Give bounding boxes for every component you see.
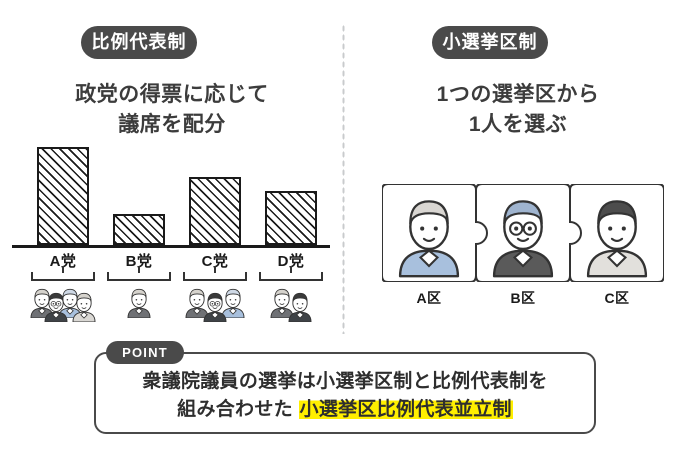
point-box <box>94 352 596 434</box>
subtitle-proportional-representation: 政党の得票に応じて 議席を配分 <box>75 83 269 136</box>
bar-group <box>0 135 340 245</box>
people-D党 <box>257 283 325 327</box>
district-piece-C区 <box>569 183 665 283</box>
point-badge: POINT <box>106 341 184 364</box>
seats-bar-chart <box>0 130 340 255</box>
bar-C党 <box>189 177 241 245</box>
party-label-D党: D党 <box>277 253 305 270</box>
district-label-B区: B区 <box>510 290 536 306</box>
bracket-D党 <box>259 266 323 281</box>
district-label-A区: A区 <box>416 290 442 306</box>
party-group-D党 <box>257 266 325 327</box>
people-B党 <box>105 283 173 327</box>
person-avatar <box>287 292 313 327</box>
point-line-2-highlight: 小選挙区比例代表並立制 <box>298 399 513 421</box>
chart-baseline <box>12 245 330 248</box>
person-avatar <box>202 292 228 327</box>
person-avatar <box>43 292 69 327</box>
bar-B党 <box>113 214 165 245</box>
badge-proportional-representation: 比例代表制 <box>81 26 197 59</box>
party-group-C党 <box>181 266 249 327</box>
point-line-1: 衆議院議員の選挙は小選挙区制と比例代表制を <box>142 371 548 392</box>
party-label-C党: C党 <box>201 253 229 270</box>
party-group-B党 <box>105 266 173 327</box>
person-avatar <box>126 288 152 323</box>
bracket-B党 <box>107 266 171 281</box>
party-label-A党: A党 <box>49 253 77 270</box>
point-text: 衆議院議員の選挙は小選挙区制と比例代表制を 組み合わせた 小選挙区比例代表並立制 <box>100 368 590 424</box>
district-piece-B区 <box>475 183 582 283</box>
people-A党 <box>29 283 97 327</box>
district-puzzle-group <box>381 183 665 283</box>
bar-A党 <box>37 147 89 245</box>
person-avatar <box>71 292 97 327</box>
bar-D党 <box>265 191 317 245</box>
party-group-A党 <box>29 266 97 327</box>
district-piece-A区 <box>381 183 488 283</box>
person-avatar <box>269 288 295 323</box>
bracket-C党 <box>183 266 247 281</box>
person-avatar <box>184 288 210 323</box>
bracket-A党 <box>31 266 95 281</box>
subtitle-single-member-district: 1つの選挙区から 1人を選ぶ <box>436 83 600 136</box>
person-avatar <box>220 288 246 323</box>
district-label-C区: C区 <box>604 290 630 306</box>
party-label-B党: B党 <box>125 253 153 270</box>
section-divider <box>342 24 345 334</box>
people-C党 <box>181 283 249 327</box>
badge-single-member-district: 小選挙区制 <box>432 26 548 59</box>
point-line-2-prefix: 組み合わせた <box>177 399 299 421</box>
